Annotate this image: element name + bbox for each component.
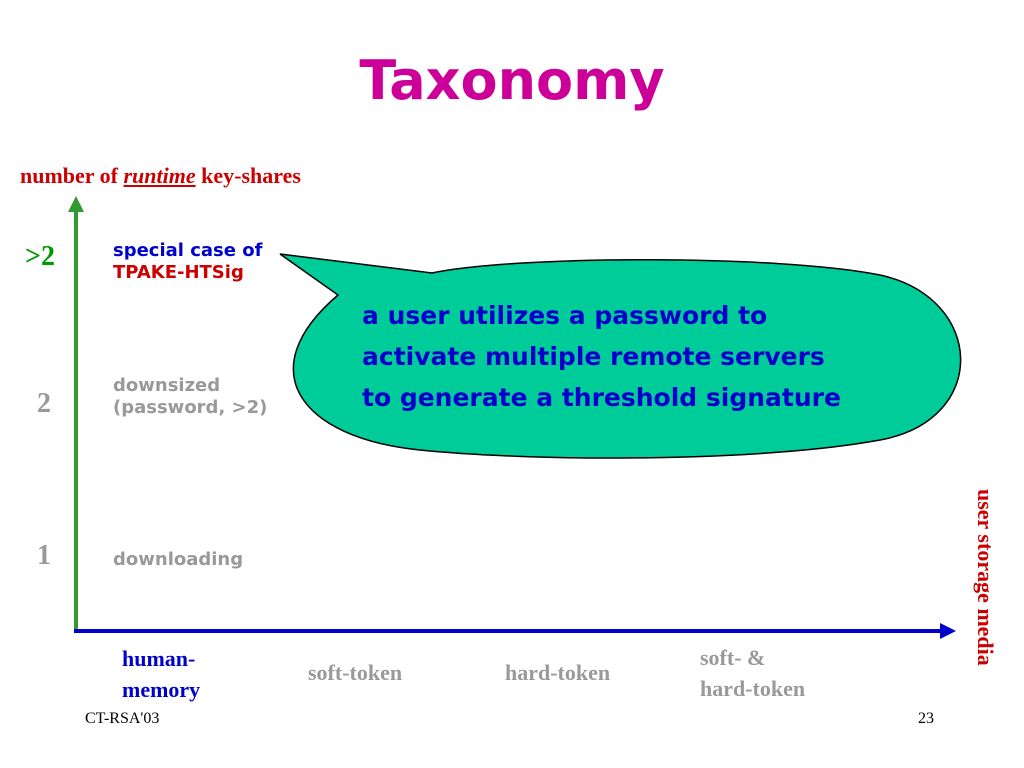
- y-tick-gt2: >2: [25, 241, 55, 272]
- cell-downsized: downsized (password, >2): [113, 375, 267, 419]
- cell-downsized-line1: downsized: [113, 375, 221, 396]
- cell-downsized-line2: (password, >2): [113, 397, 268, 418]
- y-axis-label: number of runtime key-shares: [20, 163, 301, 189]
- cell-downloading: downloading: [113, 549, 244, 570]
- x-category-hard-token: hard-token: [505, 660, 611, 685]
- y-axis-label-emphasis: runtime: [123, 163, 196, 188]
- x-category-human-line1: human-: [122, 646, 196, 671]
- callout-text: a user utilizes a password to activate m…: [362, 295, 922, 418]
- x-category-human-line2: memory: [122, 677, 201, 702]
- footer-page-number: 23: [918, 710, 934, 727]
- x-category-soft-token: soft-token: [308, 660, 403, 685]
- x-category-soft-and-hard-token: soft- & hard-token: [700, 642, 805, 704]
- cell-special-line2: TPAKE-HTSig: [113, 262, 244, 283]
- x-category-both-line1: soft- &: [700, 645, 766, 670]
- callout-line: a user utilizes a password to: [362, 301, 768, 330]
- x-axis-label: user storage media: [973, 489, 998, 666]
- y-axis-label-prefix: number of: [20, 163, 124, 188]
- speech-bubble: [279, 253, 962, 459]
- y-tick-2: 2: [37, 388, 51, 419]
- cell-special-line1: special case of: [113, 240, 263, 261]
- footer-conference: CT-RSA'03: [85, 710, 160, 727]
- y-axis-label-suffix: key-shares: [195, 163, 301, 188]
- x-category-both-line2: hard-token: [700, 676, 806, 701]
- callout-line: to generate a threshold signature: [362, 383, 841, 412]
- y-tick-1: 1: [37, 540, 51, 571]
- x-category-human-memory: human- memory: [122, 643, 200, 705]
- slide-title: Taxonomy: [359, 49, 665, 112]
- cell-special-case: special case of TPAKE-HTSig: [113, 240, 262, 284]
- callout-line: activate multiple remote servers: [362, 342, 825, 371]
